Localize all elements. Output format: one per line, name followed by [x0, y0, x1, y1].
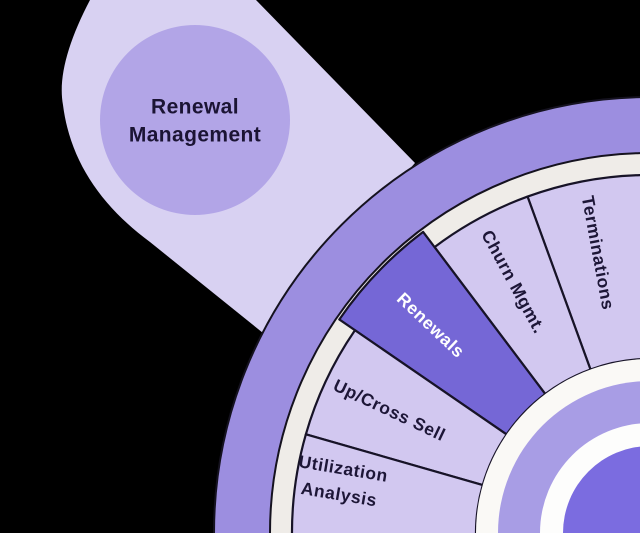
wheel-inner-rings	[476, 359, 640, 533]
bubble-label-line-2: Management	[129, 124, 261, 147]
bubble-circle	[100, 25, 290, 215]
bubble: Renewal Management	[100, 25, 290, 215]
hub-circle	[563, 446, 640, 533]
bubble-label-line-1: Renewal	[151, 96, 239, 119]
